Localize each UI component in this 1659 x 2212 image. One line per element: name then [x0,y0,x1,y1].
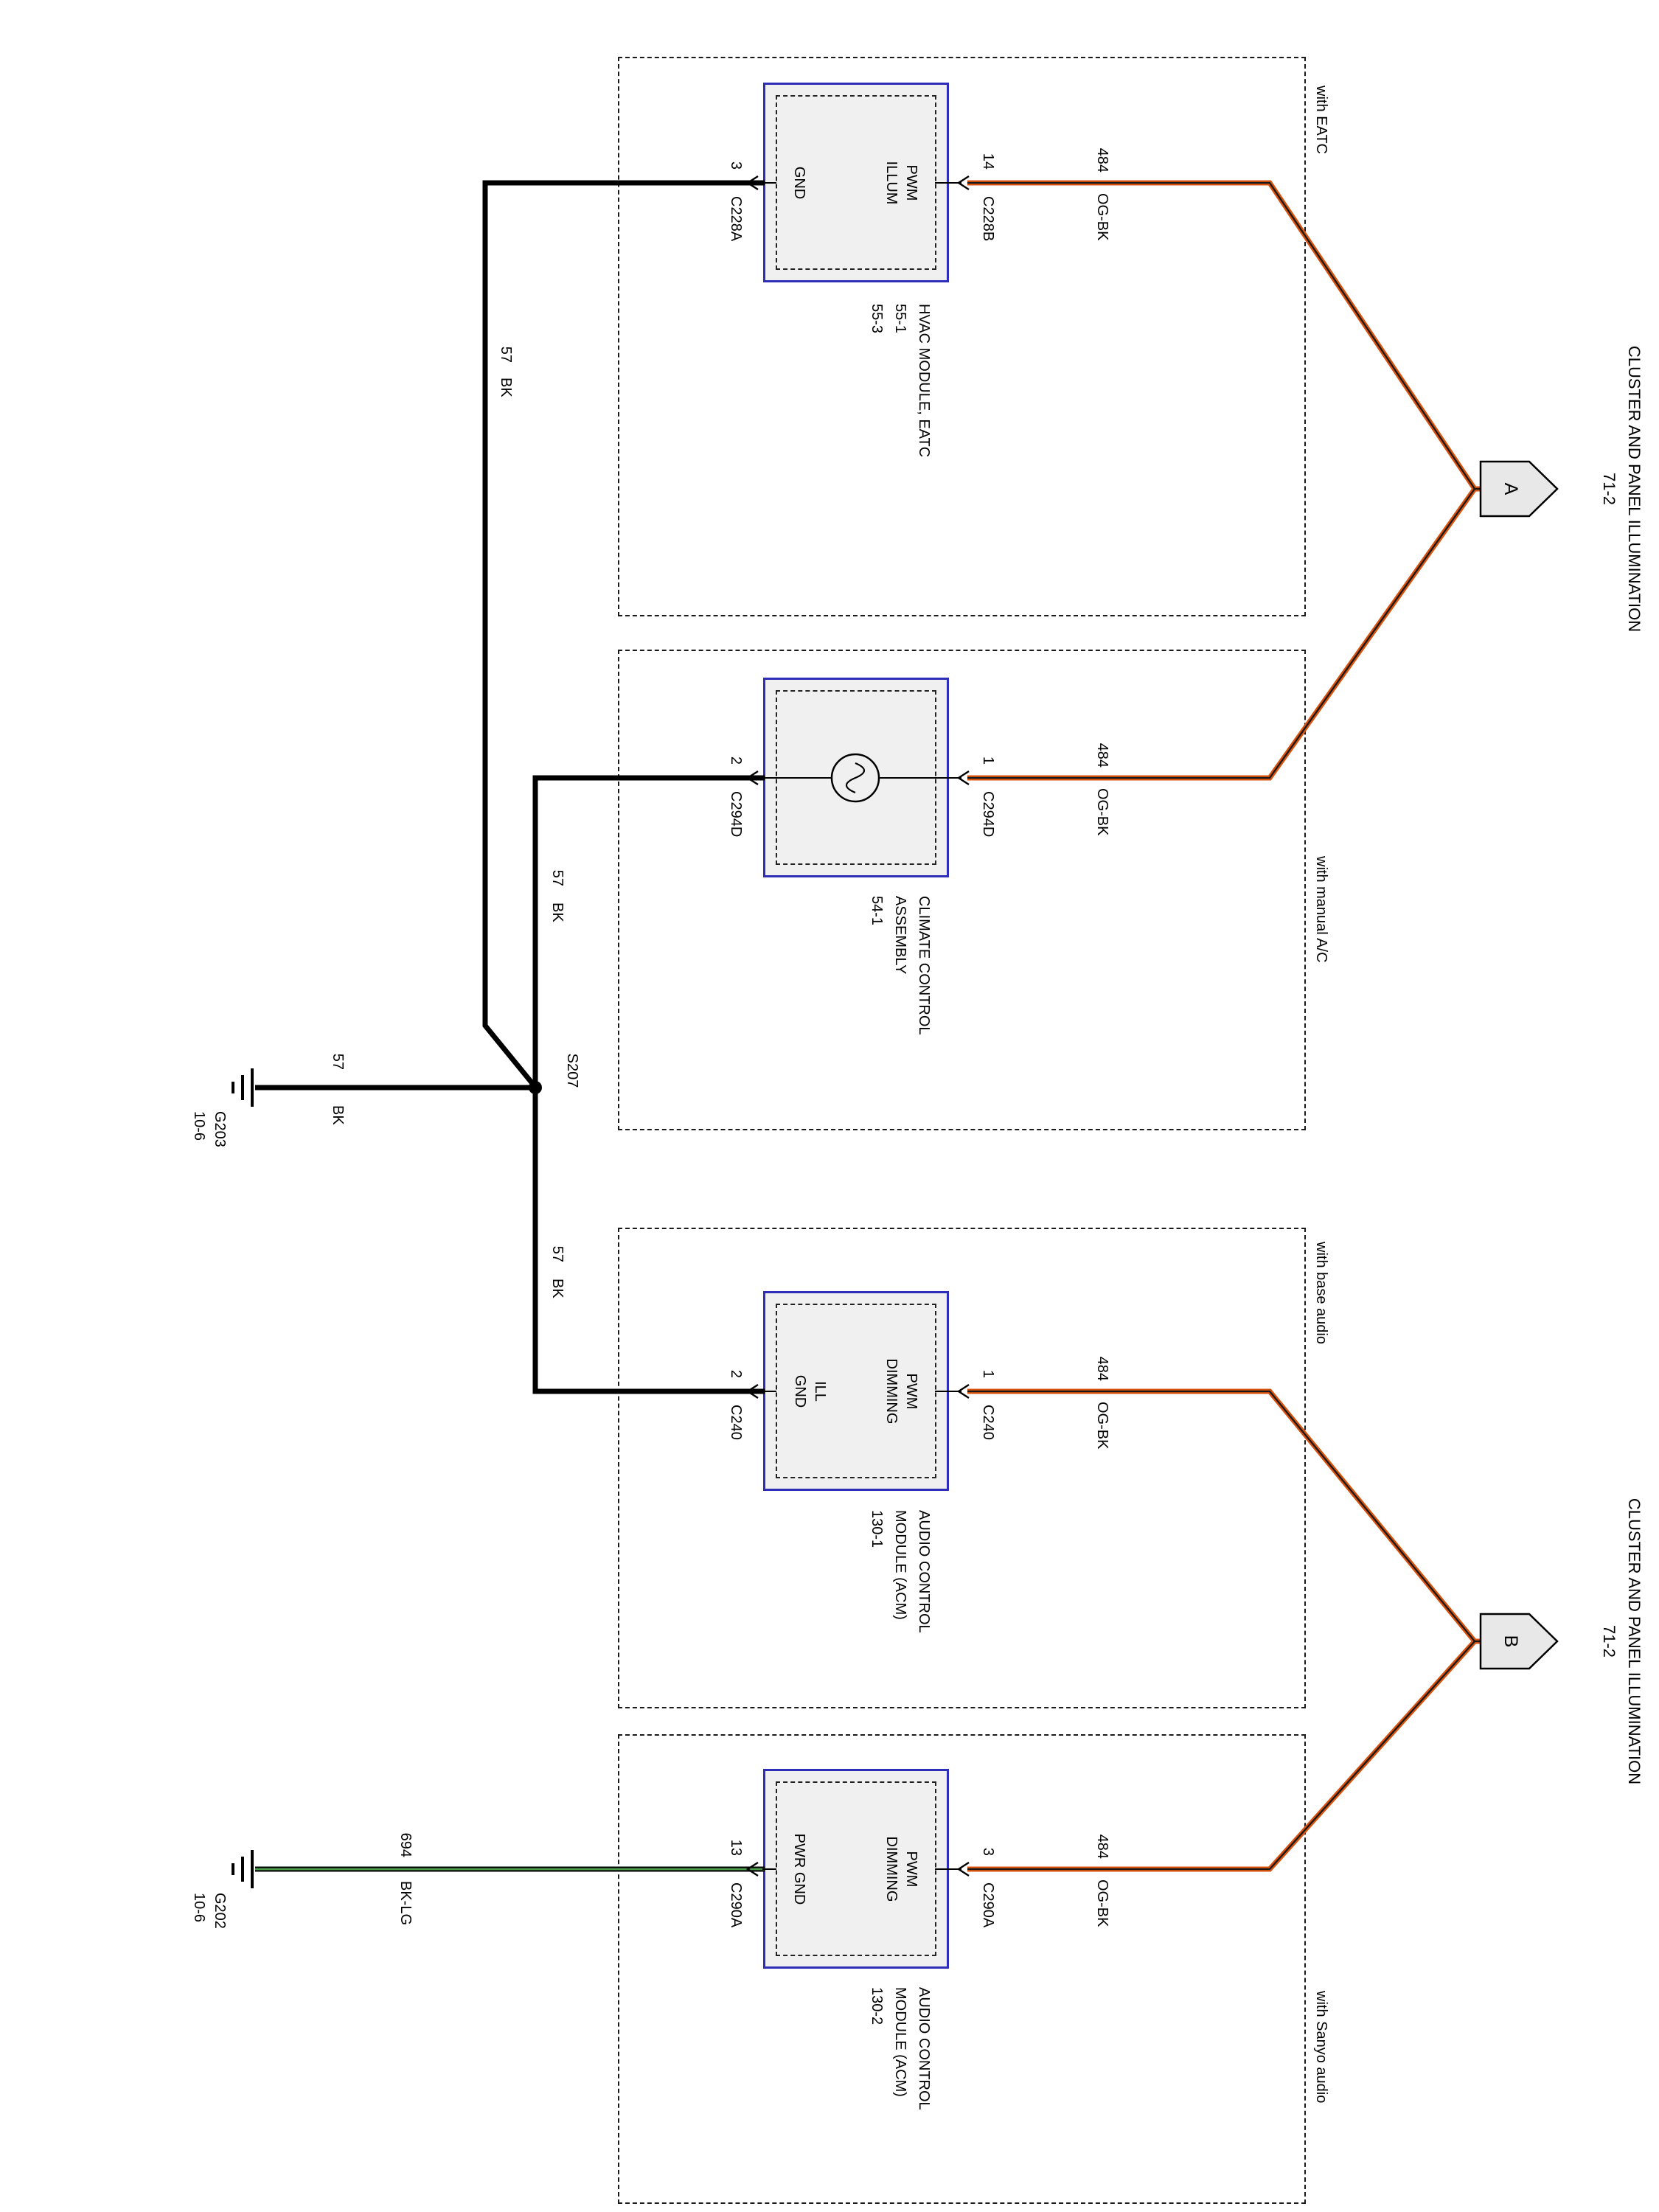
pin-number: 1 [980,1369,996,1378]
pin-function-line: ILLUM [883,161,900,205]
wire-color-label: BK-LG [397,1881,414,1926]
module-name-hvac: HVAC MODULE, EATC 55-1 55-3 [867,304,933,457]
pin-function-top-acm1: PWM DIMMING [882,1359,920,1425]
splice-label: S207 [564,1053,580,1088]
module-pageref: 130-2 [869,1987,885,2025]
module-pageref: 54-1 [869,896,885,926]
module-name-climate: CLIMATE CONTROL ASSEMBLY 54-1 [867,896,933,1035]
variant-label-acm2: with Sanyo audio [1313,1991,1329,2104]
pin-function-line: PWM [903,1851,919,1888]
module-name-line: ASSEMBLY [892,896,908,975]
wire-color-label: OG-BK [1094,193,1110,241]
module-name-line: MODULE (ACM) [892,1987,908,2097]
pin-function-bot-acm2: PWR GND [790,1834,808,1905]
wire-color-label: OG-BK [1094,1879,1110,1927]
wire-circuit-label: 484 [1094,147,1110,173]
variant-label-hvac: with EATC [1313,86,1329,154]
pin-function-line: DIMMING [883,1836,900,1902]
module-name-line: AUDIO CONTROL [916,1987,932,2110]
module-name-line: HVAC MODULE, EATC [916,304,932,458]
ground-ref-g203: 10-6 [191,1111,207,1141]
module-pageref: 55-3 [869,304,885,334]
pin-function-line: ILL [812,1381,828,1402]
wire-color-label: BK [549,902,566,922]
ground-ref-g202: 10-6 [191,1893,207,1923]
pin-connector: C290A [728,1882,744,1928]
module-name-line: CLIMATE CONTROL [916,896,932,1035]
pin-number: 2 [728,756,744,765]
offpage-connector-a-shape [1479,460,1559,518]
lamp-icon [830,753,880,803]
pin-function-bot-acm1: ILL GND [790,1375,829,1408]
wire-circuit-label: 57 [498,346,514,363]
pin-function-line: GND [792,1374,808,1408]
pin-function-line: PWM [903,1373,919,1410]
pin-connector: C290A [980,1882,996,1928]
wire-color-label: OG-BK [1094,1402,1110,1450]
wire-circuit-label: 484 [1094,1834,1110,1859]
pin-connector: C240 [728,1405,744,1440]
pin-number: 14 [980,153,996,170]
pin-connector: C228B [980,196,996,242]
pin-number: 13 [728,1839,744,1856]
wire-circuit-label: 484 [1094,742,1110,768]
pin-connector: C228A [728,196,744,242]
ground-name-g202: G202 [212,1893,228,1929]
wire-color-label: OG-BK [1094,788,1110,836]
pin-function-line: GND [791,166,807,200]
module-pageref: 130-1 [869,1510,885,1548]
pin-function-bot-hvac: GND [790,167,808,199]
wire-circuit-label: 57 [549,869,566,886]
wire-color-label: BK [498,378,514,397]
ground-symbol-g203 [232,1068,254,1107]
pin-number: 3 [728,161,744,170]
pin-connector: C294D [728,791,744,838]
module-name-line: MODULE (ACM) [892,1510,908,1620]
pin-number: 1 [980,756,996,765]
variant-label-climate: with manual A/C [1313,856,1329,963]
pin-connector: C294D [980,791,996,838]
module-name-line: AUDIO CONTROL [916,1510,932,1633]
module-name-acm1: AUDIO CONTROL MODULE (ACM) 130-1 [867,1510,933,1633]
pin-number: 3 [980,1847,996,1856]
offpage-title-b: CLUSTER AND PANEL ILLUMINATION [1625,1498,1644,1785]
offpage-letter-a: A [1500,482,1521,495]
splice-s207-dot [529,1081,542,1094]
pin-function-line: PWM [903,164,919,201]
offpage-connector-b-shape [1479,1613,1559,1670]
wire-circuit-label: 694 [397,1832,414,1857]
pin-function-line: PWR GND [791,1833,807,1905]
module-pageref: 55-1 [892,304,908,334]
wire-circuit-label: 57 [330,1053,346,1070]
pin-arrow-icons [745,175,970,1877]
wire-color-label: BK [330,1105,346,1125]
wire-circuit-label: 57 [549,1245,566,1262]
ground-symbol-g202 [232,1850,254,1888]
offpage-letter-b: B [1500,1635,1521,1648]
pin-function-top-acm2: PWM DIMMING [882,1837,920,1902]
pin-function-line: DIMMING [883,1358,900,1425]
variant-label-acm1: with base audio [1313,1242,1329,1344]
offpage-pageref-a: 71-2 [1600,472,1618,506]
pin-connector: C240 [980,1405,996,1440]
pin-function-top-hvac: PWM ILLUM [882,161,920,205]
ground-name-g203: G203 [212,1111,228,1147]
wire-circuit-label: 484 [1094,1356,1110,1381]
pin-number: 2 [728,1369,744,1378]
offpage-pageref-b: 71-2 [1600,1624,1618,1658]
wire-color-label: BK [549,1279,566,1298]
offpage-title-a: CLUSTER AND PANEL ILLUMINATION [1625,345,1644,633]
module-name-acm2: AUDIO CONTROL MODULE (ACM) 130-2 [867,1987,933,2110]
